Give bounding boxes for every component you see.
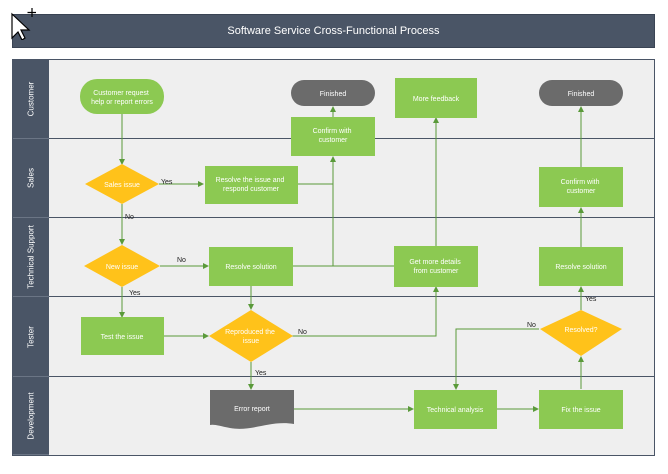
edge-label-resolved-yes: Yes xyxy=(585,296,597,303)
technical-analysis-node xyxy=(414,390,497,429)
confirm-customer-node-1 xyxy=(291,117,375,156)
connector-reproduced-no xyxy=(292,286,439,337)
reproduced-label: Reproduced the issue xyxy=(225,329,277,345)
lane-header-sales: Sales xyxy=(13,139,49,218)
resolved-decision xyxy=(540,310,622,356)
lane-header-customer: Customer xyxy=(13,60,49,139)
get-more-details-node xyxy=(394,246,478,287)
connector-respond-to-confirm xyxy=(298,156,336,185)
error-report-document xyxy=(210,390,294,429)
resolve-respond-label: Resolve the issue and respond customer xyxy=(216,177,287,193)
resolve-solution-label-1: Resolve solution xyxy=(225,264,276,271)
resolve-solution-node-2 xyxy=(539,247,623,286)
lane-development: Development xyxy=(13,377,654,455)
more-feedback-node xyxy=(395,78,477,118)
edge-label-resolved-no: No xyxy=(527,322,536,329)
diagram-title: Software Service Cross-Functional Proces… xyxy=(12,14,655,48)
finished-label-1: Finished xyxy=(320,91,347,98)
finished-node-1 xyxy=(291,80,375,106)
get-more-details-label: Get more details from customer xyxy=(409,259,462,275)
reproduced-decision xyxy=(209,310,293,362)
technical-analysis-label: Technical analysis xyxy=(427,407,484,414)
fix-issue-label: Fix the issue xyxy=(561,407,600,414)
resolve-respond-node xyxy=(205,166,298,204)
confirm-customer-label-1: Confirm with customer xyxy=(313,128,354,144)
error-report-label: Error report xyxy=(234,406,270,413)
resolved-label: Resolved? xyxy=(564,327,597,334)
edge-label-reproduced-yes: Yes xyxy=(255,370,267,377)
lane-header-tester: Tester xyxy=(13,297,49,377)
sales-issue-decision xyxy=(85,164,159,204)
test-issue-label: Test the issue xyxy=(101,334,144,341)
edge-label-reproduced-no: No xyxy=(298,329,307,336)
lane-sales: Sales xyxy=(13,139,654,218)
lane-header-development: Development xyxy=(13,377,49,455)
finished-node-2 xyxy=(539,80,623,106)
new-issue-decision xyxy=(84,245,160,287)
lane-technical-support: Technical Support xyxy=(13,218,654,297)
test-issue-node xyxy=(81,317,164,355)
lane-divider xyxy=(49,296,654,297)
lane-divider xyxy=(49,376,654,377)
confirm-customer-label-2: Confirm with customer xyxy=(561,179,602,195)
edge-label-new-issue-no: No xyxy=(177,257,186,264)
lane-tester: Tester xyxy=(13,297,654,377)
edge-label-sales-no: No xyxy=(125,214,134,221)
customer-request-label: Customer request help or report errors xyxy=(91,90,153,106)
mouse-pointer-icon xyxy=(11,8,36,40)
sales-issue-label: Sales issue xyxy=(104,182,140,189)
fix-issue-node xyxy=(539,390,623,429)
confirm-customer-node-2 xyxy=(539,167,623,207)
more-feedback-label: More feedback xyxy=(413,96,460,103)
connector-resolved-no xyxy=(453,328,539,390)
resolve-solution-label-2: Resolve solution xyxy=(555,264,606,271)
new-issue-label: New issue xyxy=(106,264,138,271)
customer-request-node xyxy=(80,79,164,114)
lane-header-technical-support: Technical Support xyxy=(13,218,49,297)
lane-divider xyxy=(49,217,654,218)
finished-label-2: Finished xyxy=(568,91,595,98)
edge-label-sales-yes: Yes xyxy=(161,179,173,186)
edge-label-new-issue-yes: Yes xyxy=(129,290,141,297)
resolve-solution-node-1 xyxy=(209,247,293,286)
